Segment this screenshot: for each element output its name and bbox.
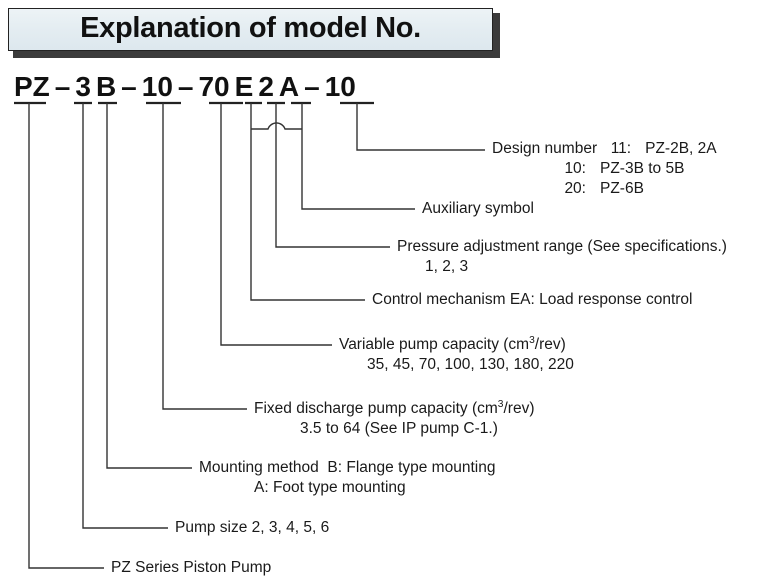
title-box: Explanation of model No. [8,8,493,51]
callout-pressure-adjustment-range: Pressure adjustment range (See specifica… [397,237,727,277]
callout-fixed-discharge-label-post: /rev) [503,400,535,417]
callout-fixed-discharge-label: Fixed discharge pump capacity (cm3/rev) [254,398,535,417]
callout-design-number-key-1: 10: [564,160,586,177]
callout-design-number: Design number 11: PZ-2B, 2A 10: PZ-3B to 5B… [492,139,717,199]
model-token-auxiliary: A [278,71,300,102]
model-token-variable-capacity: 70 [198,71,230,102]
model-token-design-number: 10 [324,71,356,102]
leader-variable-pump-capacity [220,103,332,346]
model-token-dash-1: – [54,71,71,102]
callout-mounting-method-value-0: Flange type mounting [346,459,496,476]
callout-pressure-range-label: Pressure adjustment range (See specifica… [397,238,727,255]
callout-variable-pump-capacity-label-sup: 3 [529,334,535,346]
model-token-pressure-range: 2 [258,71,274,102]
callout-mounting-method-value-1: Foot type mounting [272,479,406,496]
callout-variable-pump-capacity-label: Variable pump capacity (cm3/rev) [339,334,566,353]
page-title: Explanation of model No. [80,12,421,44]
callout-fixed-discharge-pump-capacity: Fixed discharge pump capacity (cm3/rev) … [254,399,534,439]
leader-pz-series [28,103,104,569]
model-token-fixed-capacity: 10 [141,71,173,102]
callout-design-number-label: Design number [492,140,598,157]
callout-fixed-discharge-label-sup: 3 [497,398,504,410]
model-token-mounting: B [95,71,117,102]
callout-fixed-discharge-detail: 3.5 to 64 (See IP pump C-1.) [300,420,498,437]
callout-variable-pump-capacity: Variable pump capacity (cm3/rev) 35, 45,… [339,335,574,375]
callout-variable-pump-capacity-label-pre: Variable pump capacity (cm [339,336,530,353]
callout-design-number-value-1: PZ-3B to 5B [600,160,685,177]
leader-fixed-discharge-capacity [162,103,247,410]
callout-pz-series: PZ Series Piston Pump [111,558,271,578]
model-token-dash-3: – [177,71,194,102]
model-token-pz: PZ [14,71,50,102]
leader-pressure-range [275,103,390,248]
callout-mounting-method-key-1: A: [254,479,269,496]
callout-mounting-method-key-0: B: [327,459,343,476]
callout-pump-size-label: Pump size 2, 3, 4, 5, 6 [175,519,330,536]
callout-auxiliary-symbol: Auxiliary symbol [422,199,534,219]
model-token-dash-4: – [304,71,320,102]
callout-mounting-method-label: Mounting method [199,459,319,476]
leader-design-number [356,103,485,151]
callout-control-mechanism: Control mechanism EA: Load response cont… [372,290,693,310]
callout-mounting-method: Mounting method B: Flange type mounting … [199,458,495,498]
callout-variable-pump-capacity-label-post: /rev) [534,336,566,353]
callout-design-number-key-2: 20: [564,180,586,197]
callout-pz-series-label: PZ Series Piston Pump [111,559,272,576]
callout-design-number-key-0: 11: [610,140,632,157]
callout-variable-pump-capacity-detail: 35, 45, 70, 100, 130, 180, 220 [367,356,574,373]
callout-fixed-discharge-label-pre: Fixed discharge pump capacity (cm [254,400,498,417]
leader-pump-size [82,103,168,529]
callout-design-number-value-0: PZ-2B, 2A [645,140,717,157]
callout-design-number-value-2: PZ-6B [600,180,644,197]
callout-auxiliary-symbol-label: Auxiliary symbol [422,200,534,217]
callout-pump-size: Pump size 2, 3, 4, 5, 6 [175,518,329,538]
callout-control-mechanism-label: Control mechanism EA: Load response cont… [372,291,693,308]
leader-auxiliary-symbol [301,103,415,210]
model-token-dash-2: – [121,71,137,102]
model-token-pump-size: 3 [75,71,91,102]
leader-mounting-method [106,103,192,469]
leader-control-mechanism [250,103,365,301]
callout-pressure-range-detail: 1, 2, 3 [425,258,469,275]
model-token-control-mechanism: E [234,71,254,102]
